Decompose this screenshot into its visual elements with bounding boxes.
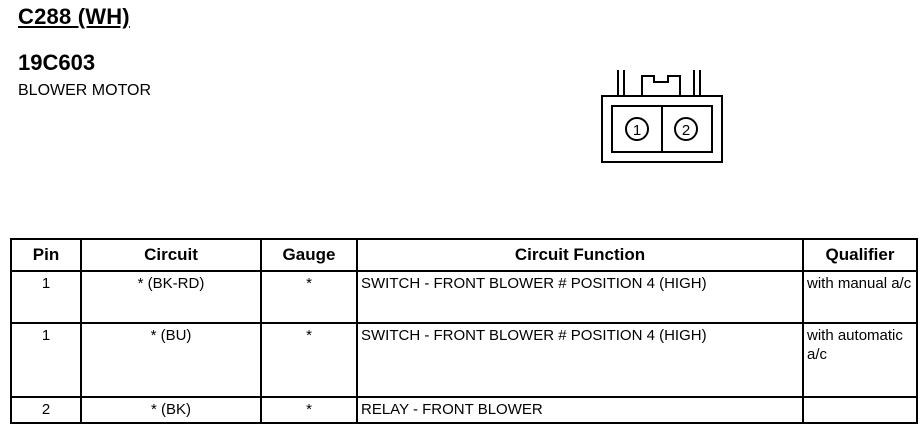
- component-name: BLOWER MOTOR: [18, 82, 152, 99]
- pin-1-label: 1: [633, 122, 641, 139]
- gauge-cell: *: [260, 322, 358, 398]
- pin-cell: 1: [10, 270, 82, 324]
- pin-cell: 2: [10, 396, 82, 424]
- pin-cell: 1: [10, 322, 82, 398]
- column-header-gauge: Gauge: [260, 238, 358, 272]
- circuit-function-cell: SWITCH - FRONT BLOWER # POSITION 4 (HIGH…: [356, 270, 804, 324]
- table-row: 2 * (BK) * RELAY - FRONT BLOWER: [10, 396, 918, 424]
- connector-id: C288 (WH): [18, 4, 130, 29]
- qualifier-cell: [802, 396, 918, 424]
- table-row: 1 * (BK-RD) * SWITCH - FRONT BLOWER # PO…: [10, 270, 918, 324]
- column-header-pin: Pin: [10, 238, 82, 272]
- column-header-circuit: Circuit: [80, 238, 262, 272]
- circuit-cell: * (BK): [80, 396, 262, 424]
- circuit-function-cell: SWITCH - FRONT BLOWER # POSITION 4 (HIGH…: [356, 322, 804, 398]
- circuit-cell: * (BU): [80, 322, 262, 398]
- connector-housing: [601, 95, 723, 163]
- table-row: 1 * (BU) * SWITCH - FRONT BLOWER # POSIT…: [10, 322, 918, 398]
- component-id: 19C603: [18, 50, 96, 75]
- qualifier-cell: with manual a/c: [802, 270, 918, 324]
- table-header-row: Pin Circuit Gauge Circuit Function Quali…: [10, 238, 918, 272]
- gauge-cell: *: [260, 396, 358, 424]
- circuit-cell: * (BK-RD): [80, 270, 262, 324]
- pin-2-circle: [674, 117, 698, 141]
- pin-2-label: 2: [682, 122, 690, 139]
- connector-face-diagram: 1 2: [601, 70, 723, 163]
- gauge-cell: *: [260, 270, 358, 324]
- column-header-circuit-function: Circuit Function: [356, 238, 804, 272]
- locking-tab: [641, 75, 681, 96]
- circuit-function-cell: RELAY - FRONT BLOWER: [356, 396, 804, 424]
- pin-1-circle: [625, 117, 649, 141]
- column-header-qualifier: Qualifier: [802, 238, 918, 272]
- pinout-table: Pin Circuit Gauge Circuit Function Quali…: [10, 238, 918, 424]
- qualifier-cell: with automatic a/c: [802, 322, 918, 398]
